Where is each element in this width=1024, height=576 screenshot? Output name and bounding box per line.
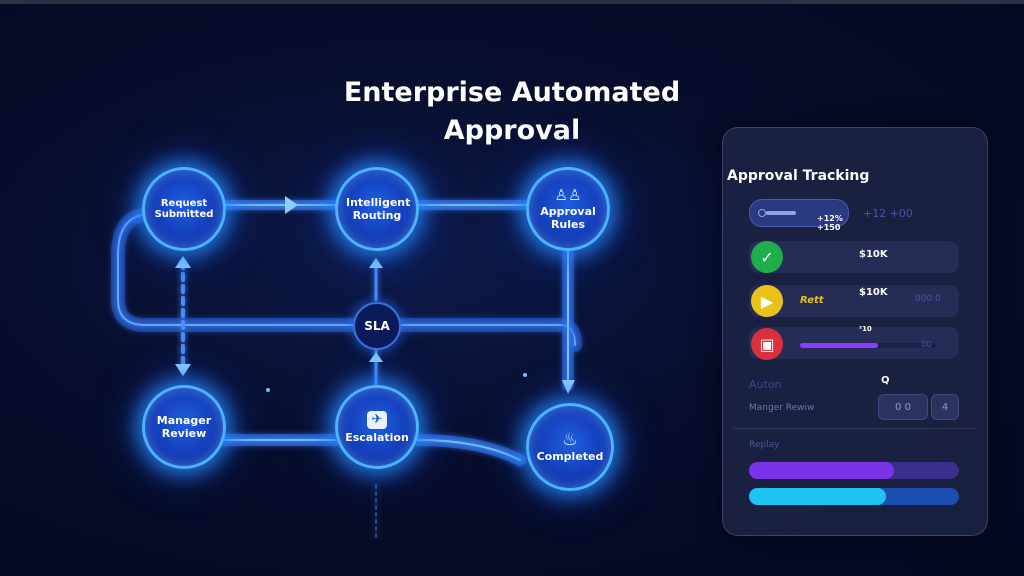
- panel-title: Approval Tracking: [727, 168, 870, 184]
- users-icon: ♙♙: [554, 186, 582, 204]
- escalation-icon: ✈: [367, 410, 387, 429]
- check-icon: ✓: [751, 241, 783, 273]
- node-manager-review[interactable]: Manager Review: [142, 385, 226, 469]
- bell-icon: ♨: [561, 428, 579, 450]
- faint-stats: +12 +00: [863, 207, 913, 220]
- top-bar: [0, 0, 1024, 4]
- node-label: Request Submitted: [154, 198, 214, 220]
- q-label: Q: [881, 375, 890, 386]
- tracking-row[interactable]: [749, 241, 959, 273]
- node-label: Intelligent Routing: [346, 196, 411, 222]
- box-value-small[interactable]: 4: [931, 394, 959, 420]
- node-approval-rules[interactable]: ♙♙ Approval Rules: [526, 167, 610, 251]
- title-line-2: Approval: [443, 115, 581, 146]
- divider: [733, 428, 977, 429]
- lock-icon: ▣: [751, 328, 783, 360]
- manager-label: Manger Rewiw: [749, 403, 815, 413]
- row-mark: ²10: [859, 325, 872, 333]
- row-progress-fill: [800, 343, 878, 348]
- sla-node[interactable]: SLA: [353, 302, 401, 350]
- node-request-submitted[interactable]: Request Submitted: [142, 167, 226, 251]
- auto-label: Auton: [749, 378, 782, 391]
- box-value[interactable]: 0 0: [878, 394, 928, 420]
- node-label: Approval Rules: [540, 205, 596, 231]
- approval-tracking-panel: Approval Tracking +12% +150 +12 +00 ✓ $1…: [722, 127, 988, 536]
- node-escalation[interactable]: ✈ Escalation: [335, 385, 419, 469]
- stat-count: +150: [817, 223, 841, 232]
- pill-bar: [766, 211, 796, 215]
- node-label: Completed: [536, 449, 604, 463]
- replay-label: Replay: [749, 440, 780, 450]
- page-title: Enterprise Automated Approval: [300, 74, 724, 150]
- title-line-1: Enterprise Automated: [343, 77, 681, 108]
- row-faint: 000 0: [915, 294, 941, 304]
- node-intelligent-routing[interactable]: Intelligent Routing: [335, 167, 419, 251]
- play-icon: ▶: [751, 285, 783, 317]
- circle-icon: [758, 209, 766, 217]
- tracking-row[interactable]: [749, 285, 959, 317]
- row-value: $10K: [859, 249, 888, 260]
- bar-fill: [749, 488, 886, 505]
- node-completed[interactable]: ♨ Completed: [526, 403, 614, 491]
- bar-fill: [749, 462, 894, 479]
- stat-percent: +12%: [817, 214, 843, 223]
- row-faint: 00: [921, 340, 932, 349]
- stats-pill: [749, 199, 849, 227]
- node-label: Escalation: [345, 430, 409, 444]
- row-value: $10K: [859, 287, 888, 298]
- node-label: Manager Review: [156, 414, 212, 440]
- row-tag: Rett: [800, 295, 824, 306]
